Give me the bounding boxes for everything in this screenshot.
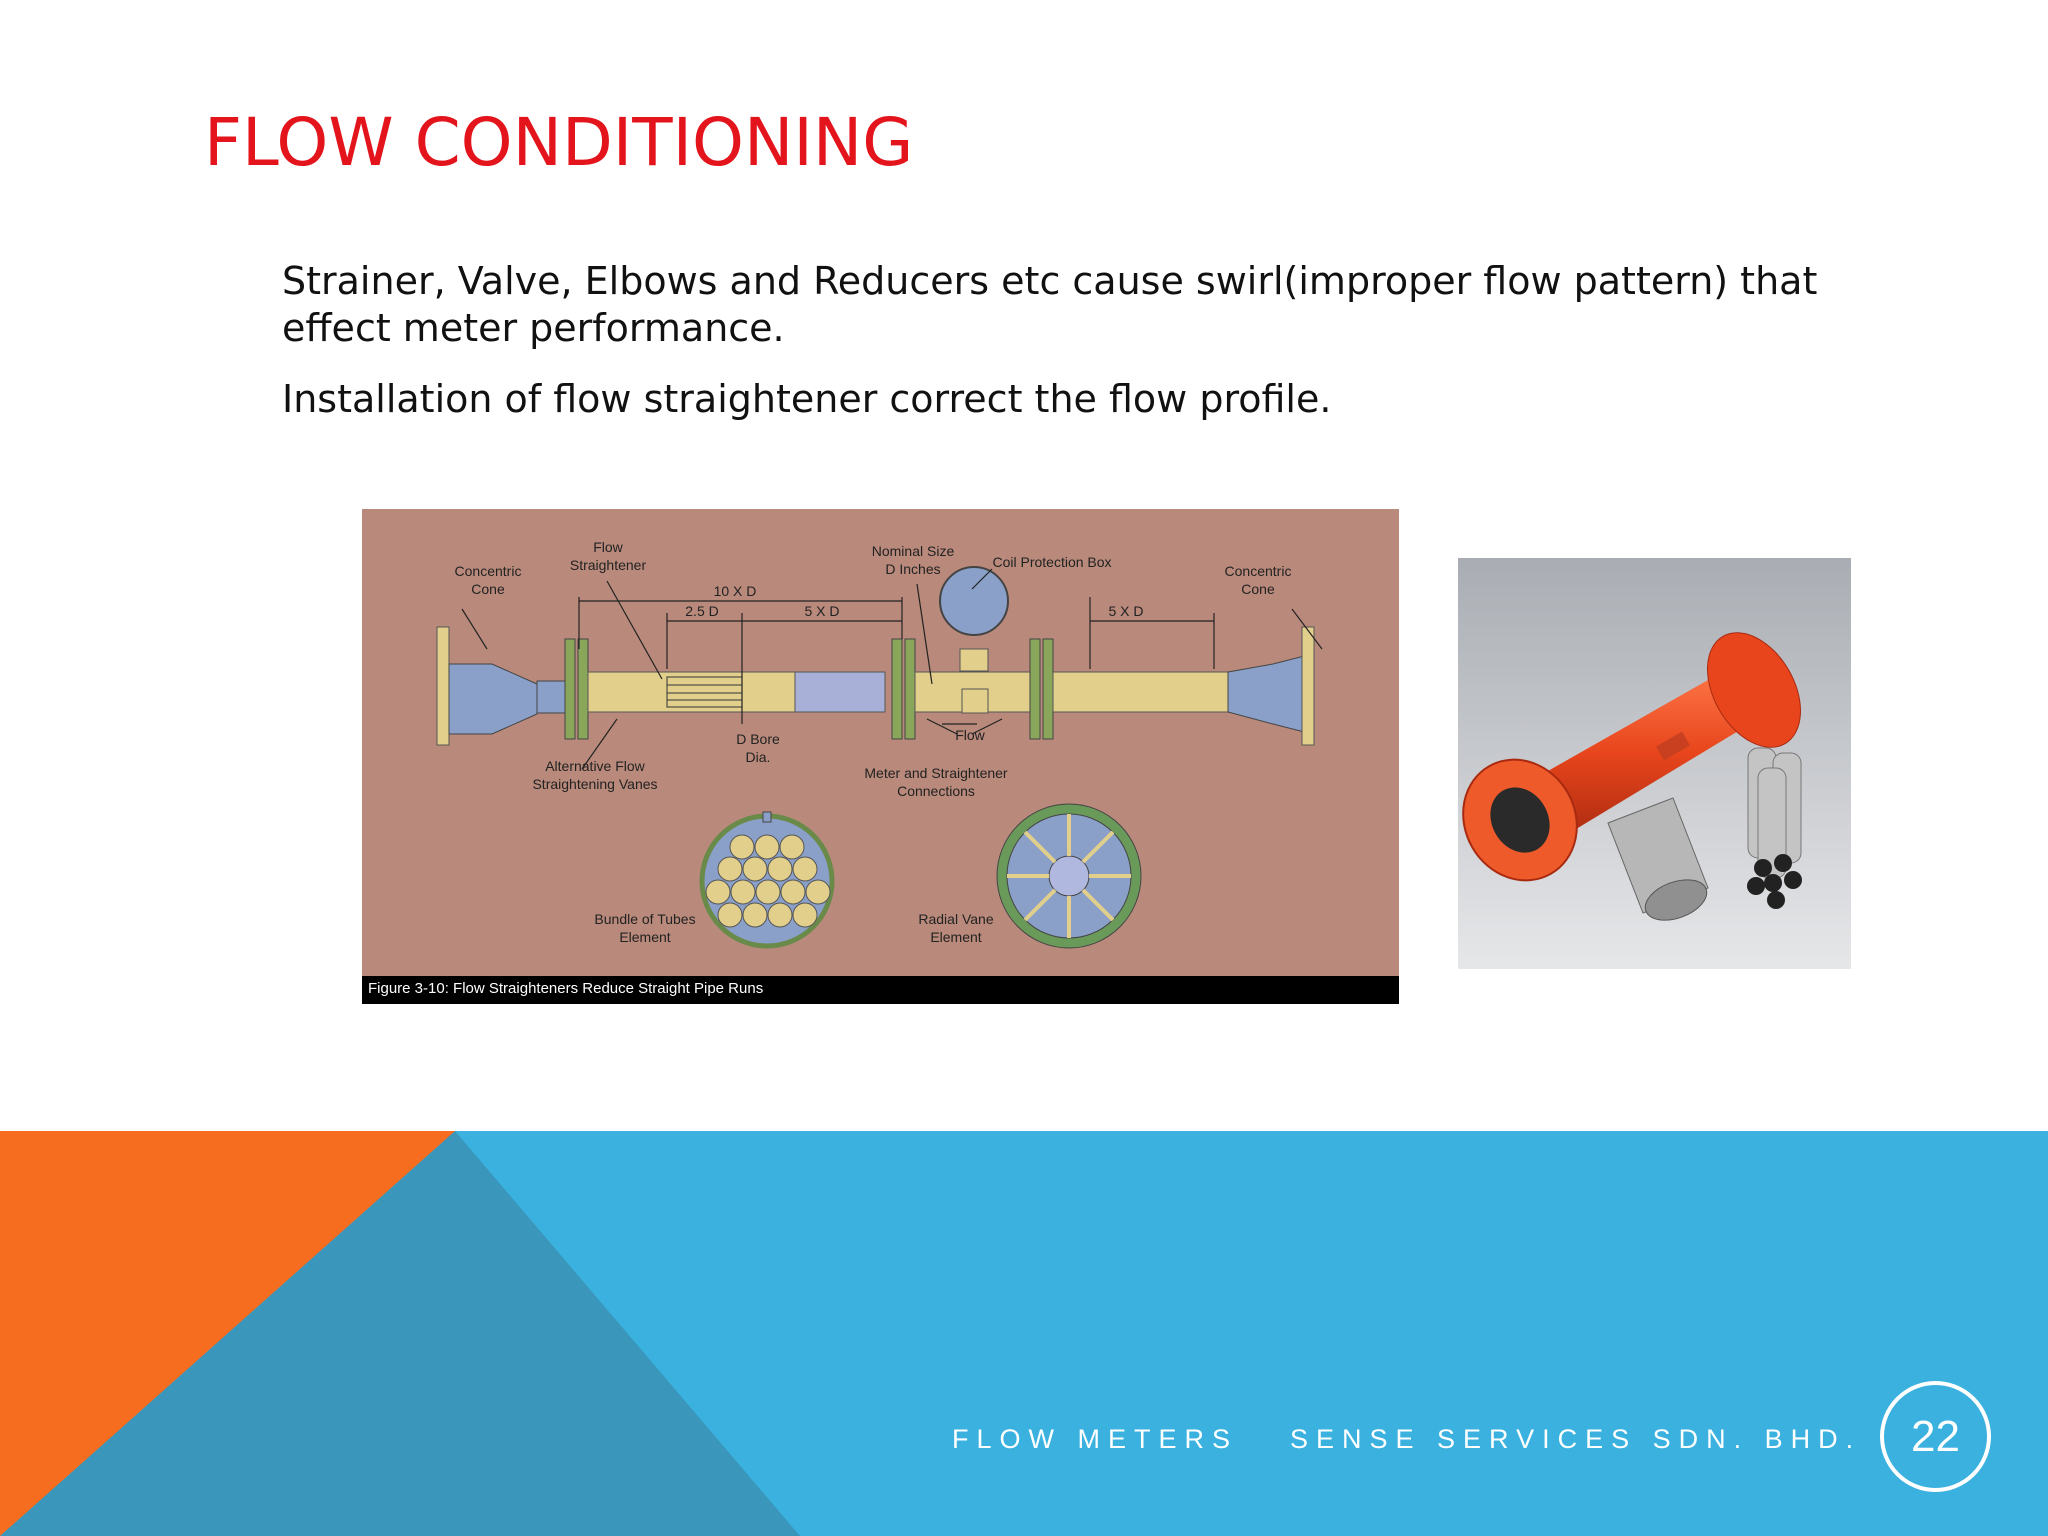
flow-straightener-diagram: Concentric Cone Flow Straightener 10 X D… [362,509,1399,1004]
label-10xd: 10 X D [714,583,757,599]
label-meter-connections-2: Connections [897,783,975,799]
label-d-bore-2: Dia. [746,749,771,765]
label-alt-vanes-2: Straightening Vanes [532,776,657,792]
label-2-5d: 2.5 D [685,603,718,619]
footer-band [0,1131,2048,1536]
label-radial-vane-2: Element [930,929,981,945]
label-meter-connections-1: Meter and Straightener [864,765,1008,781]
label-concentric-cone-right-1: Concentric [1225,563,1292,579]
page-number: 22 [1911,1412,1960,1461]
label-flow-straightener-2: Straightener [570,557,647,573]
label-flow-straightener-1: Flow [593,539,623,555]
figure-caption-bar: Figure 3-10: Flow Straighteners Reduce S… [362,976,1399,1004]
label-radial-vane-1: Radial Vane [918,911,993,927]
label-concentric-cone-right-2: Cone [1241,581,1275,597]
figure-caption: Figure 3-10: Flow Straighteners Reduce S… [368,980,764,997]
radial-vane-section [996,803,1142,949]
label-5xd-right: 5 X D [1108,603,1143,619]
label-concentric-cone-left-2: Cone [471,581,505,597]
label-d-bore-1: D Bore [736,731,780,747]
flow-straightener-photo [1458,558,1851,969]
footer-right-text: SENSE SERVICES SDN. BHD. [1290,1424,1862,1454]
bundle-of-tubes-section [699,811,835,949]
label-nominal-size-2: D Inches [885,561,940,577]
label-concentric-cone-left-1: Concentric [455,563,522,579]
label-5xd-left: 5 X D [804,603,839,619]
label-coil-protection-box: Coil Protection Box [992,554,1111,570]
label-alt-vanes-1: Alternative Flow [545,758,645,774]
label-nominal-size-1: Nominal Size [872,543,955,559]
slide-title: FLOW CONDITIONING [204,104,914,181]
page-number-badge: 22 [1880,1381,1991,1492]
footer-left-text: FLOW METERS [952,1424,1239,1454]
body-paragraph-2: Installation of flow straightener correc… [282,377,1332,421]
label-flow: Flow [955,727,985,743]
label-bundle-tubes-1: Bundle of Tubes [594,911,695,927]
pipe-assembly [436,566,1315,746]
label-bundle-tubes-2: Element [619,929,670,945]
body-paragraph-1: Strainer, Valve, Elbows and Reducers etc… [282,259,1818,350]
